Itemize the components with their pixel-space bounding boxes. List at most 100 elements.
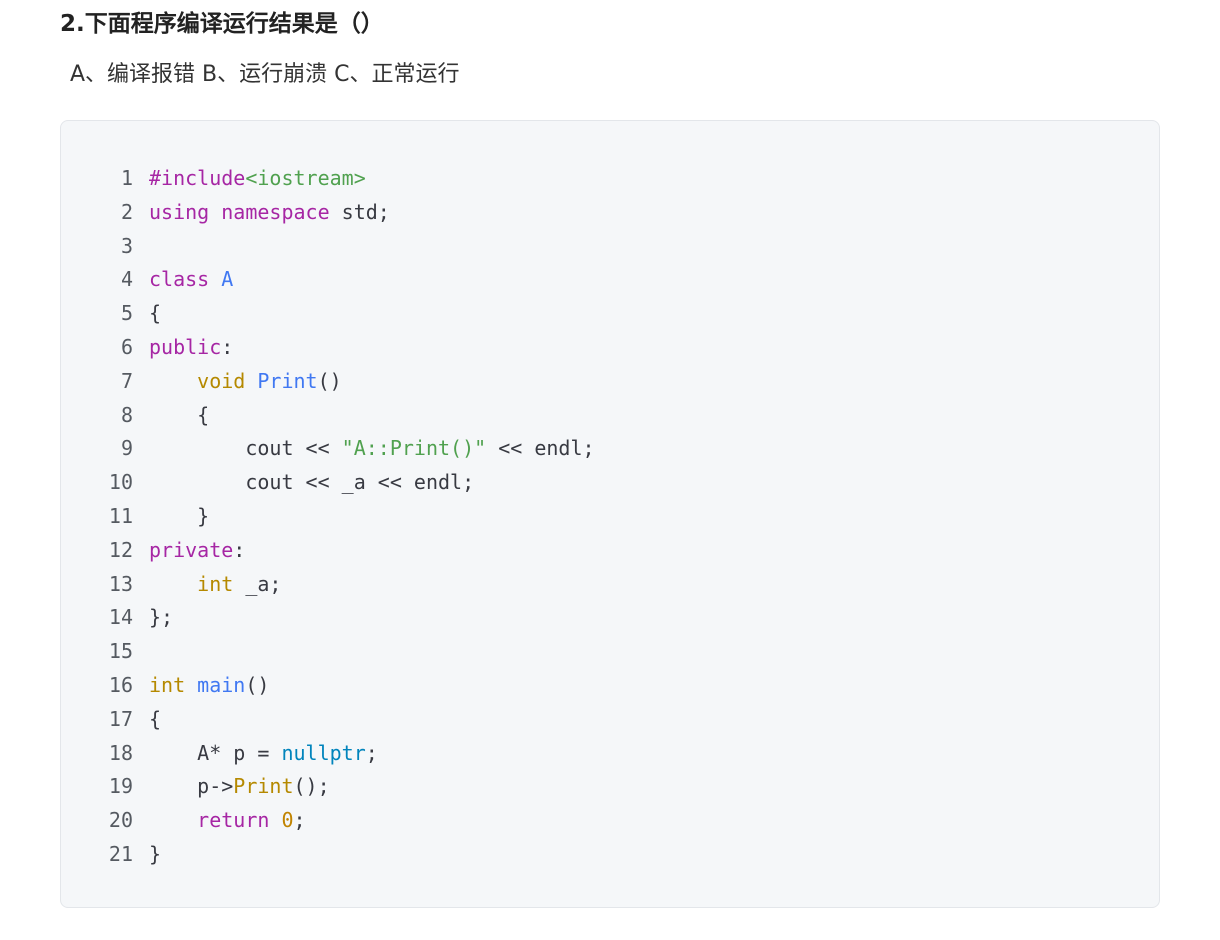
code-token: int — [149, 672, 186, 697]
code-token: (); — [293, 774, 330, 799]
line-number: 1 — [120, 166, 133, 190]
code-line: 19 p->Print(); — [61, 770, 1159, 804]
line-number: 10 — [108, 470, 133, 495]
code-token: <iostream> — [245, 166, 366, 190]
code-line: 9 cout << "A::Print()" << endl; — [61, 432, 1159, 466]
code-token: namespace — [221, 199, 330, 224]
code-token: private — [149, 537, 234, 562]
code-token: "A::Print()" — [341, 436, 487, 461]
line-number: 14 — [108, 605, 133, 630]
code-token: void — [197, 368, 246, 393]
code-token: { — [149, 301, 162, 326]
code-text — [133, 635, 149, 669]
code-token — [149, 369, 197, 393]
line-number: 15 — [108, 639, 133, 664]
code-token: nullptr — [281, 740, 366, 765]
code-token: : — [221, 334, 234, 359]
line-number: 19 — [108, 774, 133, 799]
code-text: public: — [133, 331, 233, 365]
line-number: 18 — [108, 740, 133, 765]
code-line: 20 return 0; — [61, 804, 1159, 838]
code-token: 0 — [281, 808, 294, 833]
code-token: ; — [293, 808, 306, 833]
code-line: 10 cout << _a << endl; — [61, 466, 1159, 500]
code-line: 7 void Print() — [61, 365, 1159, 399]
line-number: 8 — [120, 402, 133, 427]
code-token: ; — [365, 740, 378, 765]
code-text: { — [133, 703, 161, 737]
code-token: { — [149, 706, 162, 731]
code-text: #include<iostream> — [133, 162, 366, 196]
answer-options: A、编译报错 B、运行崩溃 C、正常运行 — [70, 62, 460, 87]
code-line: 17{ — [61, 703, 1159, 737]
code-text: { — [133, 297, 161, 331]
code-text: cout << _a << endl; — [133, 466, 474, 500]
code-token — [149, 808, 197, 832]
code-line: 14}; — [61, 601, 1159, 635]
code-token: : — [233, 537, 246, 562]
line-number: 21 — [108, 841, 133, 866]
code-token: using — [149, 199, 210, 224]
code-token: } — [149, 841, 162, 866]
code-text: private: — [133, 534, 245, 568]
code-text: } — [133, 838, 161, 872]
code-token — [209, 267, 221, 291]
code-token — [149, 572, 197, 596]
code-line: 3 — [61, 230, 1159, 264]
line-number: 12 — [108, 537, 133, 562]
code-text: }; — [133, 601, 173, 635]
code-text: int main() — [133, 669, 269, 703]
code-token: _a; — [233, 571, 282, 596]
code-text — [133, 230, 149, 264]
code-token: class — [149, 267, 210, 292]
line-number: 3 — [120, 233, 133, 258]
code-token — [185, 673, 197, 697]
code-token: () — [317, 368, 342, 393]
code-text: void Print() — [133, 365, 342, 399]
line-number: 6 — [120, 334, 133, 359]
code-text: p->Print(); — [133, 770, 330, 804]
code-token: return — [197, 808, 270, 833]
line-number: 20 — [108, 808, 133, 833]
line-number: 16 — [108, 672, 133, 697]
code-token — [245, 369, 257, 393]
code-line: 8 { — [61, 399, 1159, 433]
code-token: Print — [257, 368, 318, 393]
code-token: #include — [149, 166, 246, 190]
code-token — [269, 808, 281, 832]
code-text: class A — [133, 263, 233, 297]
code-token: { — [149, 402, 210, 427]
code-token: std; — [329, 199, 390, 224]
line-number: 5 — [120, 301, 133, 326]
code-token: cout << — [149, 436, 342, 461]
code-token: }; — [149, 605, 174, 630]
code-token: << endl; — [486, 436, 595, 461]
code-token: p-> — [149, 774, 234, 799]
code-token: () — [245, 672, 270, 697]
code-token: cout << _a << endl; — [149, 470, 475, 495]
question-title: 2.下面程序编译运行结果是（） — [60, 11, 384, 37]
code-token: A* p = — [149, 740, 282, 765]
code-text: cout << "A::Print()" << endl; — [133, 432, 595, 466]
line-number: 2 — [120, 199, 133, 224]
code-token: public — [149, 334, 222, 359]
code-text: { — [133, 399, 209, 433]
code-text: int _a; — [133, 568, 281, 602]
code-line: 21} — [61, 838, 1159, 872]
line-number: 7 — [120, 368, 133, 393]
code-text: return 0; — [133, 804, 306, 838]
code-line: 5{ — [61, 297, 1159, 331]
line-number: 4 — [120, 267, 133, 292]
code-token: A — [221, 267, 234, 292]
line-number: 9 — [120, 436, 133, 461]
code-token: int — [197, 571, 234, 596]
code-token — [209, 200, 221, 224]
code-token: } — [149, 503, 210, 528]
code-text: } — [133, 500, 209, 534]
